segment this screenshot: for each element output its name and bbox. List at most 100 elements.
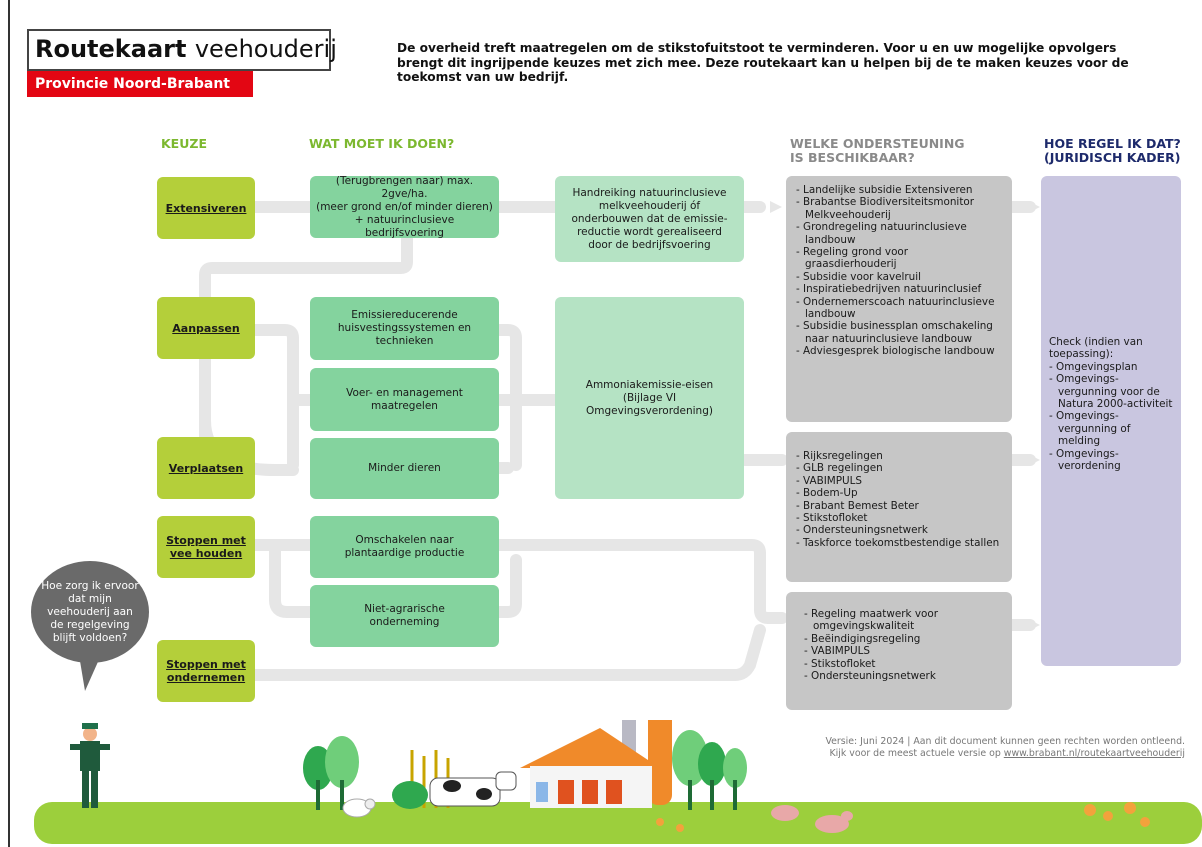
- support2-item-6: - Ondersteuningsnetwerk: [796, 524, 928, 537]
- action-voer-management: Voer- en management maatregelen: [310, 368, 499, 431]
- action-extensiveren: (Terugbrengen naar) max. 2gve/ha. (meer …: [310, 174, 499, 239]
- footer-link[interactable]: www.brabant.nl/routekaartveehouderij: [1003, 748, 1185, 759]
- connector-arrowheads: [770, 201, 1040, 631]
- requirement-amm-line3: Omgevingsverordening): [586, 404, 713, 417]
- support1-item-6: - Ondernemerscoach natuurinclusieve land…: [796, 295, 995, 321]
- action-ext-line2: (meer grond en/of minder dieren): [316, 200, 493, 213]
- province-banner: Provincie Noord-Brabant: [27, 71, 253, 97]
- legal-item-2: - Omgevings-vergunning of melding: [1049, 410, 1131, 448]
- barn-illustration: [520, 720, 672, 808]
- support-list-1: - Landelijke subsidie Extensiveren- Brab…: [796, 184, 1002, 358]
- support1-item-0: - Landelijke subsidie Extensiveren: [796, 184, 973, 196]
- requirement-hand-line2: melkveehouderij óf: [598, 199, 701, 212]
- support3-item-0: - Regeling maatwerk voor omgevingskwalit…: [804, 608, 938, 633]
- action-voer-line1: Voer- en management: [346, 386, 463, 399]
- column-header-welke-line1: WELKE ONDERSTEUNING: [790, 136, 965, 151]
- action-omschakelen-line2: plantaardige productie: [344, 547, 465, 559]
- connector-stoppen-vee: [249, 539, 316, 618]
- farmer-illustration: [70, 723, 110, 808]
- support1-item-2: - Grondregeling natuurinclusieve landbou…: [796, 221, 967, 246]
- legal-intro: Check (indien van toepassing):: [1049, 336, 1143, 361]
- footer-note: Versie: Juni 2024 | Aan dit document kun…: [730, 736, 1185, 760]
- footer-line2-text: Kijk voor de meest actuele versie op: [829, 748, 1001, 759]
- action-niet-agrarisch: Niet-agrarische onderneming: [310, 585, 499, 647]
- action-minder-dieren: Minder dieren: [310, 438, 499, 499]
- support1-item-1: - Brabantse Biodiversiteitsmonitor Melkv…: [796, 196, 975, 221]
- column-header-keuze: KEUZE: [161, 136, 207, 151]
- support1-item-3: - Regeling grond voor graasdierhouderij: [796, 246, 909, 271]
- choice-verplaatsen[interactable]: Verplaatsen: [157, 437, 255, 499]
- pigs-illustration: [771, 805, 853, 833]
- connector-niet-right: [493, 554, 522, 618]
- support1-item-8: - Adviesgesprek biologische landbouw: [796, 345, 995, 358]
- choice-extensiveren[interactable]: Extensiveren: [157, 177, 255, 239]
- requirement-hand-line4: reductie wordt gerealiseerd: [577, 225, 722, 238]
- support3-item-2: - VABIMPULS: [804, 645, 871, 658]
- choice-verplaatsen-label: Verplaatsen: [168, 461, 244, 475]
- connector-stoppen-ond: [249, 624, 766, 681]
- legal-item-0: - Omgevingsplan: [1049, 360, 1138, 373]
- action-niet-line2: onderneming: [369, 616, 440, 628]
- column-header-welke: WELKE ONDERSTEUNING IS BESCHIKBAAR?: [790, 137, 965, 165]
- support2-item-3: - Bodem-Up: [796, 487, 858, 500]
- requirement-hand-line5: door de bedrijfsvoering: [588, 238, 711, 251]
- choice-stoppen-vee-line1: Stoppen met: [166, 534, 246, 547]
- column-header-hoe-line2: (JURIDISCH KADER): [1044, 150, 1181, 165]
- requirement-amm-line1: Ammoniakemissie-eisen: [585, 378, 714, 391]
- column-header-wat: WAT MOET IK DOEN?: [309, 136, 455, 151]
- connector-ext-down: [199, 230, 413, 306]
- support1-item-7: - Subsidie businessplan omschakeling naa…: [796, 320, 993, 345]
- page-title: Routekaart veehouderij: [35, 32, 337, 66]
- choice-stoppen-vee-line2: vee houden: [169, 547, 243, 560]
- support2-item-4: - Brabant Bemest Beter: [796, 499, 919, 512]
- bubble-tail: [79, 655, 101, 691]
- support2-item-2: - VABIMPULS: [796, 474, 863, 487]
- requirement-hand-line3: onderbouwen dat de emissie-: [571, 212, 728, 225]
- action-ext-line1: (Terugbrengen naar) max. 2gve/ha.: [335, 174, 474, 200]
- support2-item-5: - Stikstofloket: [796, 512, 868, 525]
- support2-item-1: - GLB regelingen: [796, 462, 883, 475]
- choice-stoppen-ondernemen[interactable]: Stoppen met ondernemen: [157, 640, 255, 702]
- action-niet-line1: Niet-agrarische: [364, 603, 445, 615]
- action-omschakelen: Omschakelen naar plantaardige productie: [310, 516, 499, 578]
- action-emissie-line1: Emissiereducerende: [351, 309, 458, 321]
- intro-text: De overheid treft maatregelen om de stik…: [397, 41, 1129, 84]
- footer-line2: Kijk voor de meest actuele versie op www…: [730, 748, 1185, 760]
- requirement-amm-line2: (Bijlage VI: [622, 391, 677, 404]
- cow-illustration: [392, 771, 517, 809]
- choice-aanpassen[interactable]: Aanpassen: [157, 297, 255, 359]
- action-omschakelen-line1: Omschakelen naar: [355, 534, 454, 546]
- support3-item-4: - Ondersteuningsnetwerk: [804, 670, 936, 683]
- choice-stoppen-ond-line1: Stoppen met: [166, 658, 246, 671]
- action-ext-line3: + natuurinclusieve bedrijfsvoering: [354, 213, 455, 239]
- action-minder-label: Minder dieren: [368, 462, 441, 474]
- title-box: [27, 29, 331, 71]
- support1-item-5: - Inspiratiebedrijven natuurinclusief: [796, 283, 982, 296]
- connector-omschakel-right: [493, 539, 788, 624]
- column-header-welke-line2: IS BESCHIKBAAR?: [790, 150, 915, 165]
- choice-extensiveren-label: Extensiveren: [165, 201, 247, 215]
- action-emissiereducerend: Emissiereducerende huisvestingssystemen …: [310, 297, 499, 360]
- column-header-hoe-line1: HOE REGEL IK DAT?: [1044, 136, 1181, 151]
- grass-strip: [34, 802, 1202, 844]
- support-box-1: - Landelijke subsidie Extensiveren- Brab…: [786, 176, 1012, 422]
- legal-box: Check (indien van toepassing): - Omgevin…: [1041, 176, 1181, 666]
- legal-item-1: - Omgevings-vergunning voor de Natura 20…: [1049, 373, 1173, 411]
- chickens-illustration: [656, 802, 1150, 832]
- choice-stoppen-ond-line2: ondernemen: [166, 671, 246, 684]
- support3-item-1: - Beëindigingsregeling: [804, 632, 921, 645]
- action-voer-line2: maatregelen: [371, 399, 438, 412]
- support-list-3: - Regeling maatwerk voor omgevingskwalit…: [804, 608, 1002, 682]
- question-bubble: Hoe zorg ik ervoor dat mijn veehouderij …: [31, 561, 149, 663]
- connector-actions-right: [493, 324, 561, 474]
- column-header-hoe: HOE REGEL IK DAT? (JURIDISCH KADER): [1044, 137, 1181, 165]
- action-emissie-line3: technieken: [375, 335, 434, 347]
- choice-stoppen-vee[interactable]: Stoppen met vee houden: [157, 516, 255, 578]
- support1-item-4: - Subsidie voor kavelruil: [796, 270, 922, 283]
- support-box-3: - Regeling maatwerk voor omgevingskwalit…: [786, 592, 1012, 710]
- connector-aanpassen-to-actions: [249, 324, 299, 471]
- title-light: veehouderij: [194, 35, 337, 63]
- footer-line1: Versie: Juni 2024 | Aan dit document kun…: [825, 736, 1185, 747]
- landscape-illustration: [34, 720, 1202, 844]
- requirement-handreiking: Handreiking natuurinclusieve melkveehoud…: [555, 176, 744, 262]
